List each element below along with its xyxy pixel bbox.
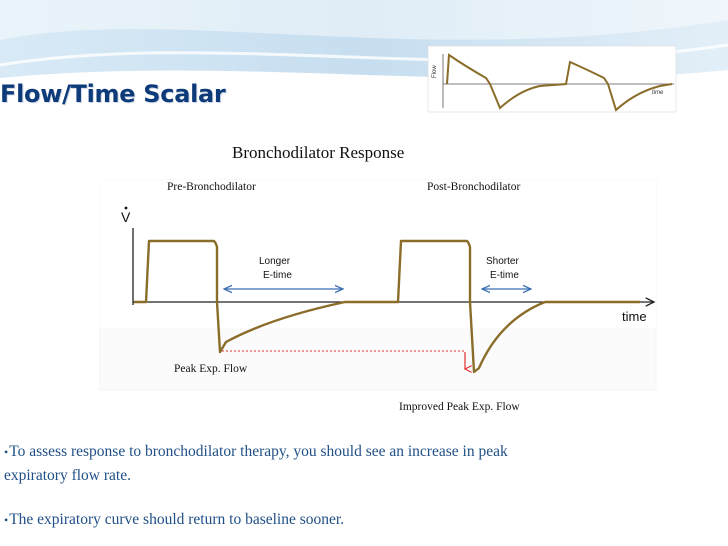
improved-peak-exp-flow-label: Improved Peak Exp. Flow bbox=[399, 401, 520, 413]
thumbnail-curve bbox=[446, 53, 673, 112]
thumbnail-waveform: Flow time bbox=[427, 45, 677, 113]
bullet-2: •The expiratory curve should return to b… bbox=[4, 508, 344, 532]
longer-label-line2: E-time bbox=[263, 270, 292, 281]
x-axis-label: time bbox=[622, 309, 647, 324]
bullet-1: •To assess response to bronchodilator th… bbox=[4, 440, 508, 488]
bullet-marker: • bbox=[4, 445, 9, 459]
bronchodilator-diagram: V time bbox=[99, 179, 657, 391]
y-axis-label-dot bbox=[124, 206, 128, 210]
slide-title: Flow/Time Scalar bbox=[0, 80, 226, 108]
y-axis-label: V bbox=[121, 209, 131, 225]
post-bronchodilator-label: Post-Bronchodilator bbox=[427, 181, 521, 193]
bullet-marker: • bbox=[4, 513, 9, 527]
pre-waveform bbox=[134, 239, 350, 354]
thumbnail-x-label: time bbox=[652, 90, 664, 96]
pre-bronchodilator-label: Pre-Bronchodilator bbox=[167, 181, 256, 193]
bullet-2-line1: The expiratory curve should return to ba… bbox=[9, 511, 345, 528]
bullet-1-line2: expiratory flow rate. bbox=[4, 467, 131, 484]
longer-label-line1: Longer bbox=[259, 256, 291, 267]
shorter-label-line2: E-time bbox=[490, 270, 519, 281]
bullet-1-line1: To assess response to bronchodilator the… bbox=[9, 443, 508, 460]
peak-exp-flow-label: Peak Exp. Flow bbox=[174, 363, 248, 375]
diagram-heading: Bronchodilator Response bbox=[232, 143, 405, 162]
longer-etime-label: Longer E-time bbox=[259, 255, 292, 283]
shorter-label-line1: Shorter bbox=[486, 256, 519, 267]
shorter-etime-label: Shorter E-time bbox=[486, 255, 519, 283]
post-waveform bbox=[350, 239, 640, 374]
thumbnail-y-label: Flow bbox=[432, 65, 438, 78]
